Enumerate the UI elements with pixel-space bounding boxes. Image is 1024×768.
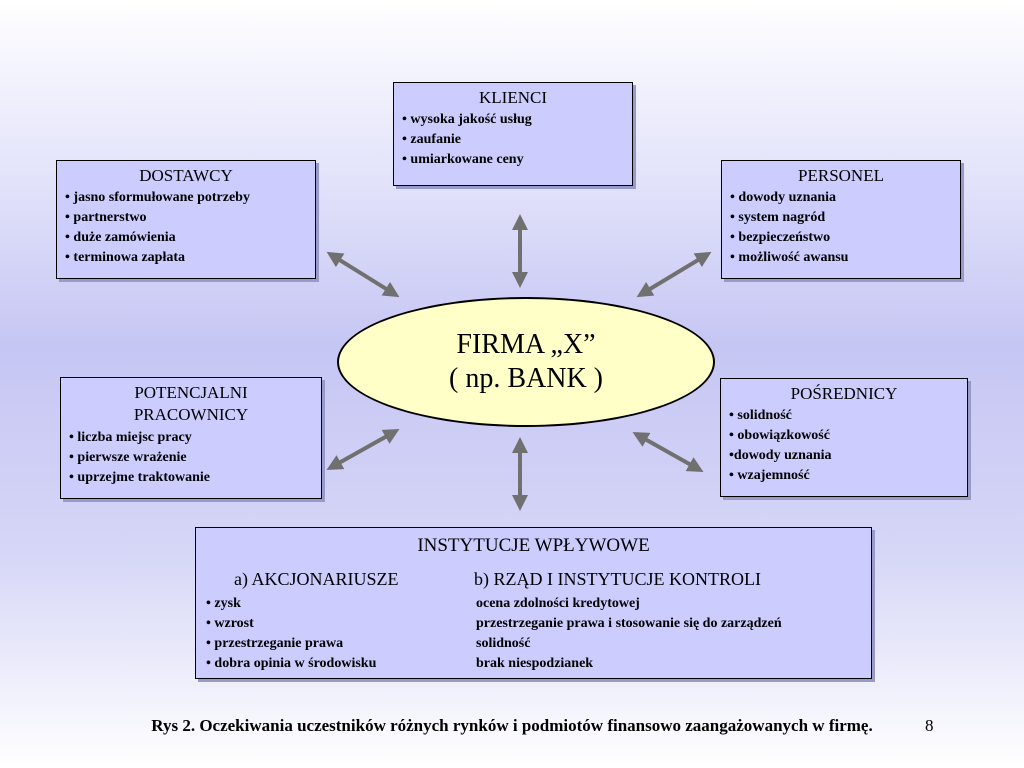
list-item: • dobra opinia w środowisku <box>206 656 377 671</box>
posrednicy-list: • solidność • obowiązkowość •dowody uzna… <box>729 406 959 486</box>
klienci-list: • wysoka jakość usług • zaufanie • umiar… <box>402 110 624 170</box>
arrow-dostawcy <box>326 251 400 298</box>
list-item: • wysoka jakość usług <box>402 112 532 127</box>
list-item: • liczba miejsc pracy <box>69 430 192 445</box>
instytucje-title: INSTYTUCJE WPŁYWOWE <box>417 535 650 556</box>
posrednicy-title: POŚREDNICY <box>790 384 898 403</box>
list-item: • zaufanie <box>402 132 461 147</box>
potencjalni-title-line2: PRACOWNICY <box>133 405 249 424</box>
list-item: • zysk <box>206 596 241 611</box>
dostawcy-title: DOSTAWCY <box>139 166 233 185</box>
list-item: • solidność <box>729 408 792 423</box>
center-firm-ellipse: FIRMA „X” ( np. BANK ) <box>337 297 715 427</box>
dostawcy-box: DOSTAWCY • jasno sformułowane potrzeby •… <box>56 160 316 279</box>
list-item: ocena zdolności kredytowej <box>476 596 640 611</box>
potencjalni-list: • liczba miejsc pracy • pierwsze wrażeni… <box>69 428 313 488</box>
personel-title: PERSONEL <box>798 166 884 185</box>
list-item: solidność <box>476 636 531 651</box>
klienci-title: KLIENCI <box>479 88 547 107</box>
potencjalni-title-line1: POTENCJALNI <box>134 383 248 402</box>
list-item: • wzrost <box>206 616 254 631</box>
list-item: • przestrzeganie prawa <box>206 636 344 651</box>
list-item: przestrzeganie prawa i stosowanie się do… <box>476 616 782 631</box>
akcjonariusze-subhead: a) AKCJONARIUSZE <box>234 569 399 589</box>
figure-caption: Rys 2. Oczekiwania uczestników różnych r… <box>151 716 873 735</box>
list-item: • możliwość awansu <box>730 250 849 265</box>
list-item: brak niespodzianek <box>476 656 594 671</box>
list-item: • partnerstwo <box>65 210 147 225</box>
posrednicy-box: POŚREDNICY • solidność • obowiązkowość •… <box>720 378 968 497</box>
potencjalni-box: POTENCJALNI PRACOWNICY • liczba miejsc p… <box>60 377 322 499</box>
list-item: • obowiązkowość <box>729 428 830 443</box>
list-item: • uprzejme traktowanie <box>69 470 210 485</box>
dostawcy-list: • jasno sformułowane potrzeby • partners… <box>65 188 307 268</box>
list-item: • dowody uznania <box>730 190 837 205</box>
list-item: • system nagród <box>730 210 826 225</box>
list-item: • wzajemność <box>729 468 810 483</box>
list-item: •dowody uznania <box>729 448 832 463</box>
personel-list: • dowody uznania • system nagród • bezpi… <box>730 188 952 268</box>
personel-box: PERSONEL • dowody uznania • system nagró… <box>721 160 961 279</box>
arrow-potencjalni <box>326 429 400 470</box>
list-item: • pierwsze wrażenie <box>69 450 187 465</box>
instytucje-box: INSTYTUCJE WPŁYWOWE a) AKCJONARIUSZE b) … <box>195 527 872 679</box>
list-item: • terminowa zapłata <box>65 250 185 265</box>
list-item: • duże zamówienia <box>65 230 176 245</box>
klienci-box: KLIENCI • wysoka jakość usług • zaufanie… <box>393 82 633 186</box>
arrow-posrednicy <box>632 432 704 472</box>
page-number: 8 <box>925 716 934 735</box>
rzad-list: ocena zdolności kredytowej przestrzegani… <box>476 594 782 674</box>
arrow-personel <box>636 251 712 298</box>
list-item: • umiarkowane ceny <box>402 152 524 167</box>
center-title: FIRMA „X” <box>456 329 596 360</box>
akcjonariusze-list: • zysk • wzrost • przestrzeganie prawa •… <box>206 594 376 674</box>
center-subtitle: ( np. BANK ) <box>449 363 603 394</box>
list-item: • bezpieczeństwo <box>730 230 831 245</box>
list-item: • jasno sformułowane potrzeby <box>65 190 250 205</box>
rzad-subhead: b) RZĄD I INSTYTUCJE KONTROLI <box>474 569 761 589</box>
